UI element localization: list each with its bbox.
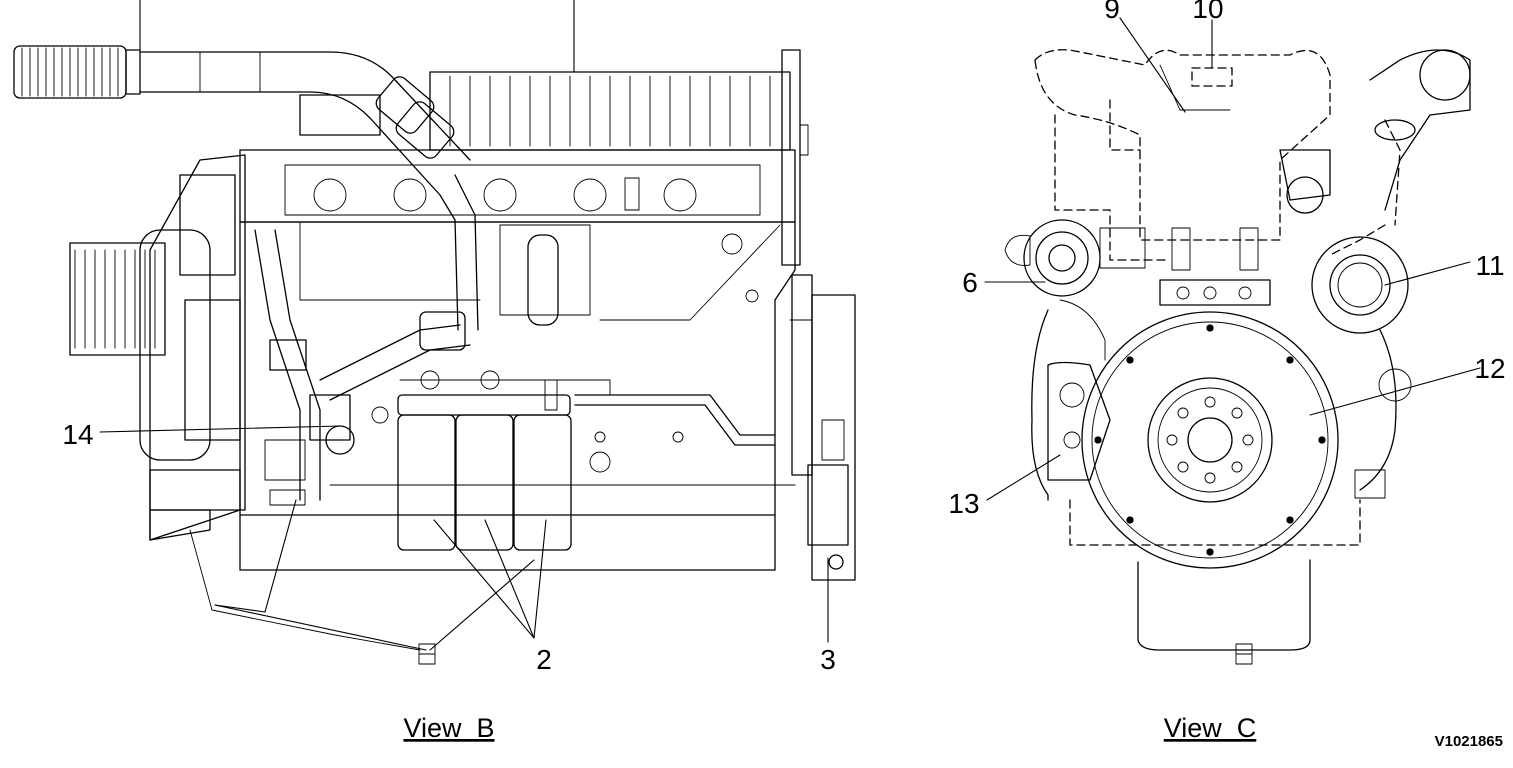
figure-id: V1021865 [1435, 733, 1503, 750]
rear-block [1031, 227, 1397, 546]
drain-plug-b [418, 643, 436, 665]
front-cover [69, 154, 246, 541]
oil-sump [239, 514, 776, 571]
callout-3: 3 [820, 644, 836, 675]
oil-sump-rear [1137, 559, 1311, 651]
flywheel-housing [781, 49, 856, 581]
charge-air-pipe [139, 51, 479, 331]
callout-11: 11 [1475, 250, 1504, 281]
cylinder-head [239, 149, 796, 223]
callout-6: 6 [962, 267, 978, 298]
rocker-cover [299, 71, 791, 151]
view-b-engine-side [13, 0, 856, 665]
callout-2: 2 [536, 644, 552, 675]
fuel-line [574, 394, 776, 446]
engine-block [239, 221, 796, 516]
callout-10: 10 [1192, 0, 1223, 24]
coolant-pump [1279, 149, 1409, 334]
callout-13: 13 [948, 488, 979, 519]
view-b-title: View B [403, 713, 494, 743]
exhaust-manifold [1034, 49, 1331, 261]
right-bracket [1354, 368, 1412, 499]
coolant-pipe [254, 229, 471, 506]
starter-motor [1047, 299, 1111, 481]
front-mount [149, 509, 421, 651]
flywheel [1081, 311, 1339, 569]
callout-12: 12 [1474, 353, 1505, 384]
callout-9: 9 [1104, 0, 1120, 24]
alternator [1004, 219, 1146, 297]
turbo-intake [1329, 49, 1471, 256]
view-c-title: View C [1164, 713, 1257, 743]
callout-14: 14 [62, 419, 93, 450]
oil-filters [397, 370, 611, 551]
intake-hose [13, 45, 141, 99]
drain-plug-c [1235, 643, 1253, 665]
view-c-engine-rear [984, 17, 1481, 665]
